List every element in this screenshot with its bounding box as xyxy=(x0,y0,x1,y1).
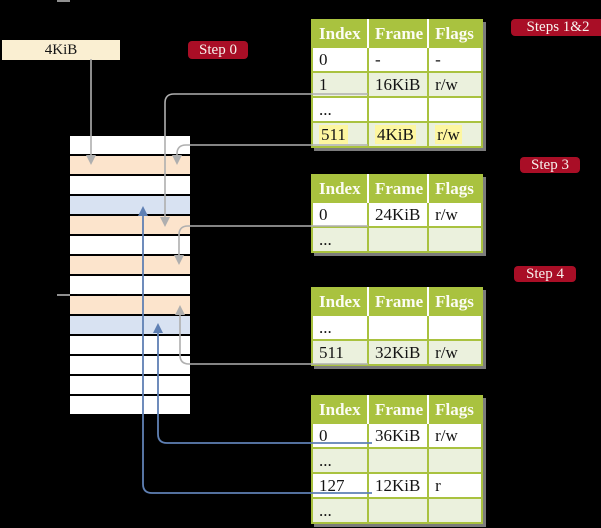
cell-frame xyxy=(366,314,430,341)
cell-frame xyxy=(366,96,430,123)
memory-frame-row xyxy=(70,374,190,394)
memory-frame-row xyxy=(70,134,190,154)
table-row: ... xyxy=(311,314,484,341)
badge-step-0: Step 0 xyxy=(188,41,248,59)
cell-flags xyxy=(427,226,484,253)
cell-index: ... xyxy=(311,226,369,253)
cell-flags: r/w xyxy=(427,201,484,228)
cell-frame xyxy=(366,226,430,253)
table-header-row: Index Frame Flags xyxy=(312,288,483,315)
cell-flags: - xyxy=(427,46,484,73)
cell-index: 0 xyxy=(311,201,369,228)
cell-flags xyxy=(427,447,484,474)
cell-frame: 16KiB xyxy=(366,71,430,98)
cell-index: 127 xyxy=(311,472,369,499)
column-header: Flags xyxy=(427,175,483,202)
cell-index: 511 xyxy=(311,339,369,366)
cell-frame: 4KiB xyxy=(366,121,430,148)
column-header: Index xyxy=(312,396,368,423)
cell-frame: - xyxy=(366,46,430,73)
memory-frame-row xyxy=(70,174,190,194)
cell-index: 0 xyxy=(311,422,369,449)
column-header: Frame xyxy=(366,288,429,315)
memory-frame-row xyxy=(70,334,190,354)
cell-frame: 32KiB xyxy=(366,339,430,366)
memory-frame-row xyxy=(70,214,190,234)
page-table-bottom-level: Index Frame Flags 0 36KiB r/w ... 127 12… xyxy=(311,395,484,524)
table-row: 1 16KiB r/w xyxy=(311,71,484,98)
address-tick xyxy=(57,0,70,2)
table-row: 0 - - xyxy=(311,46,484,73)
address-tick xyxy=(57,294,70,296)
column-header: Flags xyxy=(427,396,483,423)
cell-index: 0 xyxy=(311,46,369,73)
table-row: 0 24KiB r/w xyxy=(311,201,484,228)
cell-index: ... xyxy=(311,314,369,341)
cell-flags: r/w xyxy=(427,71,484,98)
cell-frame xyxy=(366,447,430,474)
column-header: Frame xyxy=(366,175,429,202)
table-row: 127 12KiB r xyxy=(311,472,484,499)
table-row: 0 36KiB r/w xyxy=(311,422,484,449)
cell-flags: r/w xyxy=(427,422,484,449)
table-row: ... xyxy=(311,96,484,123)
table-row: ... xyxy=(311,226,484,253)
cell-index: 511 xyxy=(311,121,369,148)
cell-frame: 12KiB xyxy=(366,472,430,499)
memory-frame-row xyxy=(70,294,190,314)
cell-frame: 36KiB xyxy=(366,422,430,449)
memory-frame-row xyxy=(70,354,190,374)
page-table-step-4: Index Frame Flags ... 511 32KiB r/w xyxy=(311,287,484,366)
memory-frame-row xyxy=(70,274,190,294)
frame-size-label-box: 4KiB xyxy=(2,40,120,60)
cell-frame xyxy=(366,497,430,524)
memory-frame-row xyxy=(70,234,190,254)
column-header: Flags xyxy=(427,20,483,47)
cell-index: ... xyxy=(311,96,369,123)
cell-flags: r xyxy=(427,472,484,499)
cell-flags xyxy=(427,96,484,123)
table-row: 511 32KiB r/w xyxy=(311,339,484,366)
badge-step-3: Step 3 xyxy=(520,157,580,173)
page-table-step-3: Index Frame Flags 0 24KiB r/w ... xyxy=(311,174,484,253)
page-table-top-level: Index Frame Flags 0 - - 1 16KiB r/w ... … xyxy=(311,19,484,148)
highlight: 4KiB xyxy=(375,124,416,144)
table-row: ... xyxy=(311,497,484,524)
memory-frame-row xyxy=(70,194,190,214)
memory-frame-row xyxy=(70,394,190,414)
column-header: Frame xyxy=(366,20,429,47)
column-header: Index xyxy=(312,20,368,47)
cell-flags xyxy=(427,314,484,341)
badge-step-4: Step 4 xyxy=(514,266,576,282)
table-row: ... xyxy=(311,447,484,474)
table-row-highlighted: 511 4KiB r/w xyxy=(311,121,484,148)
memory-frame-row xyxy=(70,314,190,334)
cell-flags: r/w xyxy=(427,121,484,148)
memory-frame-row xyxy=(70,154,190,174)
memory-frame-row xyxy=(70,254,190,274)
column-header: Index xyxy=(312,288,368,315)
physical-memory-strip xyxy=(70,134,190,416)
table-header-row: Index Frame Flags xyxy=(312,20,483,47)
column-header: Frame xyxy=(366,396,429,423)
table-header-row: Index Frame Flags xyxy=(312,396,483,423)
cell-index: ... xyxy=(311,447,369,474)
column-header: Flags xyxy=(427,288,483,315)
cell-index: ... xyxy=(311,497,369,524)
cell-frame: 24KiB xyxy=(366,201,430,228)
cell-index: 1 xyxy=(311,71,369,98)
badge-steps-1-2: Steps 1&2 xyxy=(511,19,601,36)
highlight: 511 xyxy=(319,124,348,144)
column-header: Index xyxy=(312,175,368,202)
cell-flags: r/w xyxy=(427,339,484,366)
highlight: r/w xyxy=(435,124,462,144)
table-header-row: Index Frame Flags xyxy=(312,175,483,202)
cell-flags xyxy=(427,497,484,524)
